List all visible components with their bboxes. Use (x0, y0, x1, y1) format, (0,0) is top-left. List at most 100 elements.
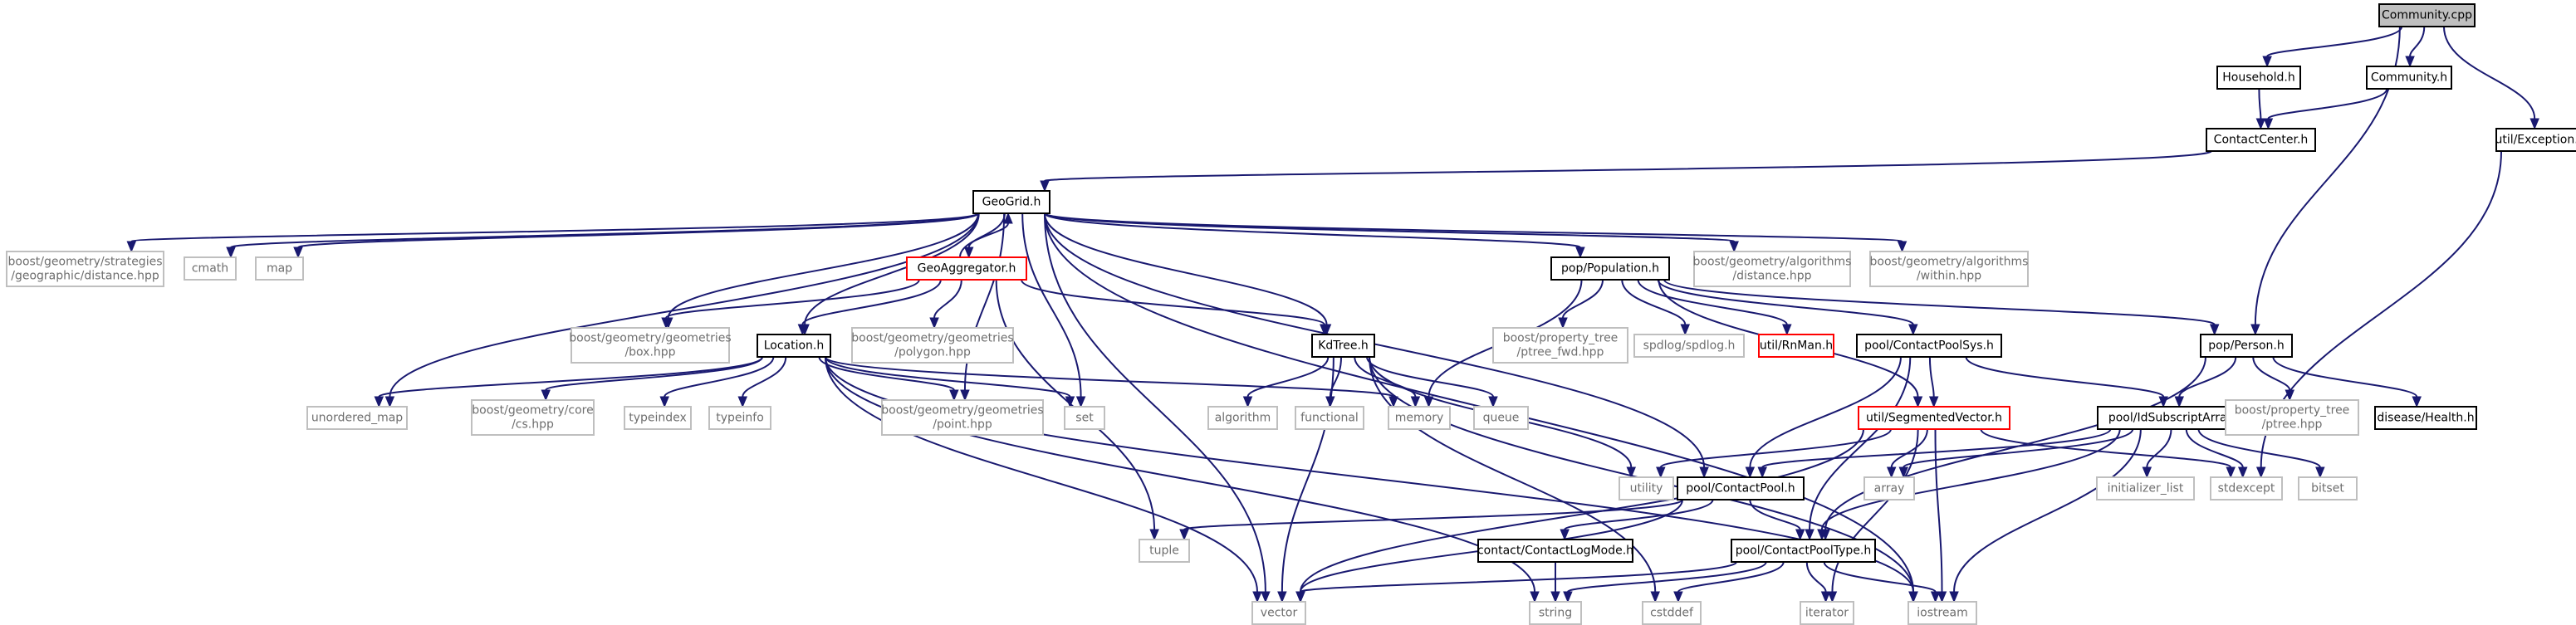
file-node-kdtree-h[interactable]: KdTree.h (1311, 334, 1375, 358)
node-box (2495, 128, 2576, 152)
edge-kdtree_h-to-functional (1329, 356, 1343, 398)
node-label: pop/Population.h (1561, 262, 1659, 276)
file-node-memory[interactable]: memory (1388, 406, 1451, 430)
file-node-initializer-list[interactable]: initializer_list (2096, 476, 2195, 500)
file-node-boost-property-tree-ptree-fwd-hpp[interactable]: boost/property_tree/ptree_fwd.hpp (1492, 327, 1628, 364)
file-node-vector[interactable]: vector (1251, 601, 1306, 625)
node-box (1856, 334, 2002, 358)
file-node-boost-geometry-geometries-polygon-hpp[interactable]: boost/geometry/geometries/polygon.hpp (851, 327, 1014, 364)
file-node-disease-health-h[interactable]: disease/Health.h (2374, 406, 2477, 430)
file-node-typeinfo[interactable]: typeinfo (708, 406, 771, 430)
file-node-util-exception-h[interactable]: util/Exception.h (2495, 128, 2576, 152)
file-node-household-h[interactable]: Household.h (2216, 66, 2301, 90)
file-node-pool-contactpooltype-h[interactable]: pool/ContactPoolType.h (1731, 539, 1876, 563)
node-box (624, 406, 692, 430)
file-node-contact-contactlogmode-h[interactable]: contact/ContactLogMode.h (1477, 539, 1633, 563)
node-box (1869, 251, 2029, 287)
edge-pool_contactpooltype_h-to-cstddef (1677, 561, 1785, 593)
edge-kdtree_h-to-memory (1354, 356, 1417, 398)
edge-arrowhead (1320, 324, 1330, 336)
node-label: bitset (2311, 482, 2344, 496)
node-label: Household.h (2222, 71, 2294, 85)
node-label: /point.hpp (933, 418, 992, 432)
edge-arrowhead (1295, 591, 1305, 603)
file-node-boost-geometry-core-cs-hpp[interactable]: boost/geometry/core/cs.hpp (471, 399, 595, 436)
file-node-iostream[interactable]: iostream (1908, 601, 1977, 625)
file-node-util-rnman-h[interactable]: util/RnMan.h (1758, 334, 1834, 358)
node-box (2200, 334, 2293, 358)
file-node-util-segmentedvector-h[interactable]: util/SegmentedVector.h (1858, 406, 2010, 430)
file-node-unordered-map[interactable]: unordered_map (306, 406, 408, 430)
node-box (1677, 476, 1805, 500)
file-node-pop-person-h[interactable]: pop/Person.h (2200, 334, 2293, 358)
node-label: Community.h (2371, 71, 2447, 85)
edge-location_h-to-unordered_map (378, 356, 763, 398)
file-node-string[interactable]: string (1529, 601, 1582, 625)
node-label: boost/property_tree (1503, 332, 1619, 345)
node-box (881, 399, 1044, 436)
node-box (1473, 406, 1529, 430)
file-node-boost-property-tree-ptree-hpp[interactable]: boost/property_tree/ptree.hpp (2225, 399, 2359, 436)
file-node-boost-geometry-strategies-geographic-distance-hpp[interactable]: boost/geometry/strategies/geographic/dis… (6, 251, 164, 287)
edge-arrowhead (1782, 324, 1792, 336)
file-node-geogrid-h[interactable]: GeoGrid.h (972, 190, 1050, 214)
file-node-geoaggregator-h[interactable]: GeoAggregator.h (906, 256, 1027, 281)
file-node-pool-contactpool-h[interactable]: pool/ContactPool.h (1677, 476, 1805, 500)
edge-util_segmentedvector_h-to-iterator (1831, 428, 1919, 593)
dependency-edges (126, 26, 2539, 603)
node-box (306, 406, 408, 430)
edge-pop_population_h-to-bpt_ptree_fwd (1562, 279, 1604, 319)
edge-arrowhead (1242, 396, 1253, 408)
file-node-community-h[interactable]: Community.h (2366, 66, 2452, 90)
file-node-queue[interactable]: queue (1473, 406, 1529, 430)
file-node-community-cpp[interactable]: Community.cpp (2378, 3, 2476, 27)
file-node-stdexcept[interactable]: stdexcept (2210, 476, 2283, 500)
file-node-map[interactable]: map (255, 256, 304, 281)
file-node-bitset[interactable]: bitset (2298, 476, 2358, 500)
file-node-iterator[interactable]: iterator (1800, 601, 1854, 625)
file-node-boost-geometry-geometries-box-hpp[interactable]: boost/geometry/geometries/box.hpp (569, 327, 732, 364)
file-node-pop-population-h[interactable]: pop/Population.h (1550, 256, 1670, 281)
node-label: typeindex (629, 412, 687, 425)
node-box (851, 327, 1014, 364)
file-node-set[interactable]: set (1064, 406, 1105, 430)
node-label: /cs.hpp (512, 418, 554, 432)
edge-util_segmentedvector_h-to-array (1890, 428, 1928, 468)
file-node-boost-geometry-algorithms-within-hpp[interactable]: boost/geometry/algorithms/within.hpp (1869, 251, 2029, 287)
file-node-typeindex[interactable]: typeindex (624, 406, 692, 430)
file-node-pool-contactpoolsys-h[interactable]: pool/ContactPoolSys.h (1856, 334, 2002, 358)
file-node-functional[interactable]: functional (1295, 406, 1364, 430)
edge-arrowhead (2255, 466, 2266, 479)
edge-arrowhead (960, 389, 970, 402)
node-label: GeoAggregator.h (918, 262, 1016, 276)
node-box (1529, 601, 1582, 625)
node-box (1251, 601, 1306, 625)
edge-arrowhead (1805, 529, 1814, 541)
node-box (1492, 327, 1628, 364)
file-node-array[interactable]: array (1863, 476, 1915, 500)
node-label: unordered_map (311, 412, 403, 425)
file-node-location-h[interactable]: Location.h (757, 334, 831, 358)
edge-arrowhead (661, 317, 671, 330)
file-node-tuple[interactable]: tuple (1139, 539, 1190, 563)
file-node-algorithm[interactable]: algorithm (1207, 406, 1278, 430)
file-node-boost-geometry-geometries-point-hpp[interactable]: boost/geometry/geometries/point.hpp (881, 399, 1044, 436)
file-node-utility[interactable]: utility (1619, 476, 1674, 500)
file-node-cmath[interactable]: cmath (184, 256, 237, 281)
node-label: boost/geometry/core (472, 404, 593, 417)
edge-arrowhead (1149, 529, 1159, 541)
node-label: string (1539, 607, 1572, 620)
node-label: /box.hpp (624, 346, 675, 359)
node-box (255, 256, 304, 281)
file-node-cstddef[interactable]: cstddef (1642, 601, 1702, 625)
file-node-contactcenter-h[interactable]: ContactCenter.h (2206, 128, 2316, 152)
file-node-boost-geometry-algorithms-distance-hpp[interactable]: boost/geometry/algorithms/distance.hpp (1693, 251, 1852, 287)
edge-arrowhead (1075, 396, 1086, 408)
file-node-spdlog-spdlog-h[interactable]: spdlog/spdlog.h (1633, 334, 1745, 358)
edge-arrowhead (1179, 529, 1189, 541)
node-label: disease/Health.h (2377, 412, 2474, 425)
edge-arrowhead (1949, 591, 1959, 603)
node-label: array (1874, 482, 1905, 496)
node-box (1207, 406, 1278, 430)
